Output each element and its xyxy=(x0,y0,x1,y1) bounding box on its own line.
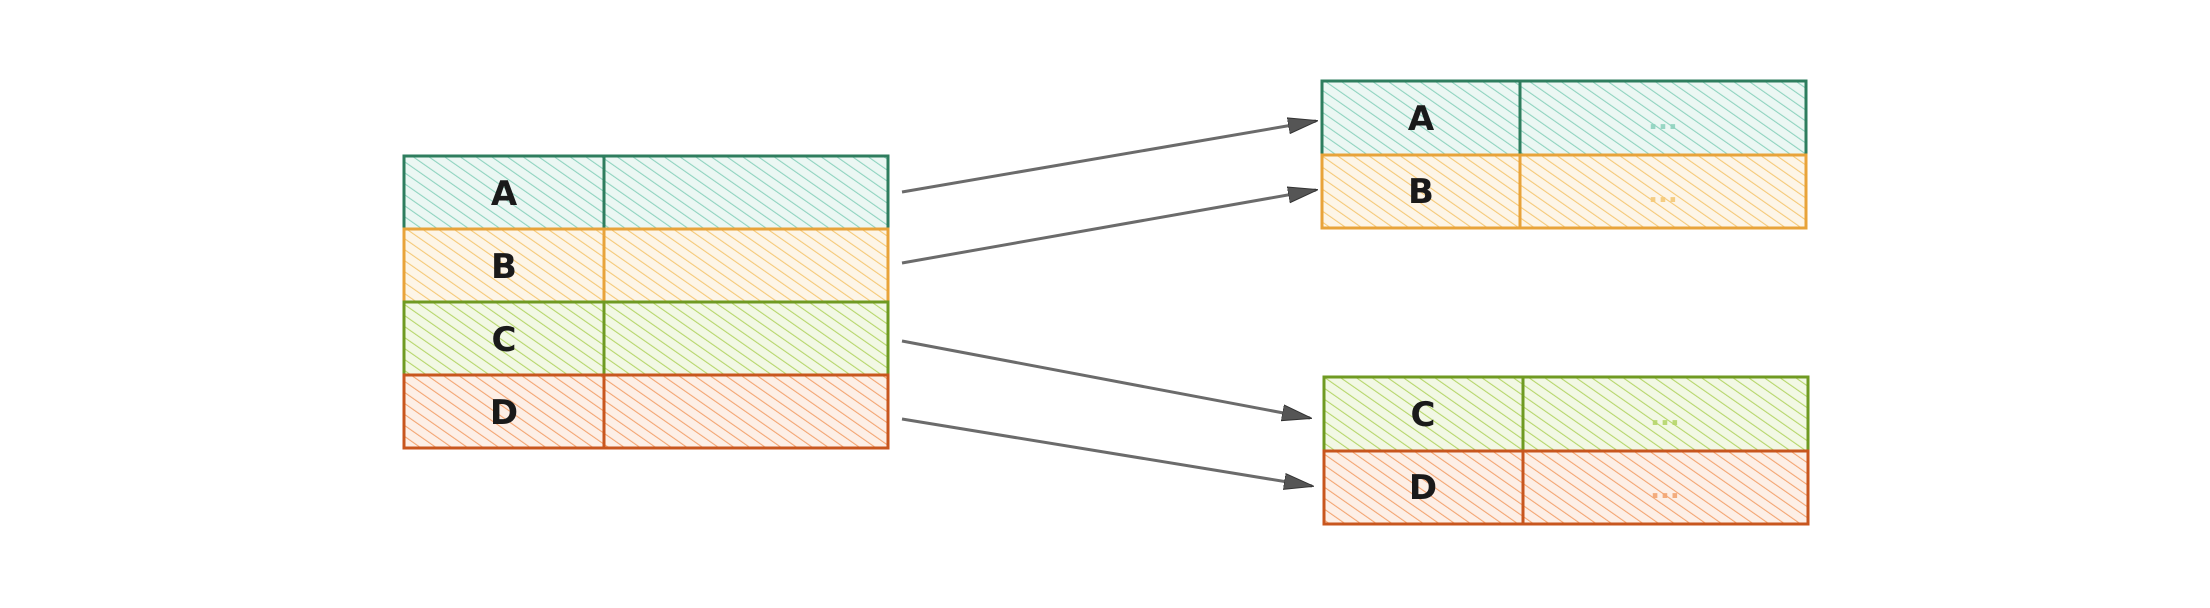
partition-table-1: A ... B ... xyxy=(1320,79,1808,230)
source-row-d: D xyxy=(402,373,890,450)
arrows xyxy=(901,121,1316,486)
source-row-a-label: A xyxy=(491,174,518,214)
source-row-d-value-cell xyxy=(602,373,890,450)
source-row-c-label: C xyxy=(492,320,517,360)
arrow-c xyxy=(901,339,1310,418)
partition-2-row-c-value: ... xyxy=(1650,402,1680,432)
partition-2-row-d-value: ... xyxy=(1650,475,1680,505)
partition-2-row-d-label: D xyxy=(1409,468,1437,508)
partition-2-row-d-value-cell xyxy=(1521,449,1810,526)
source-row-a: A xyxy=(402,154,890,231)
source-row-b: B xyxy=(402,227,890,304)
partition-1-row-b-value: ... xyxy=(1648,179,1678,209)
source-row-b-label: B xyxy=(491,247,517,287)
partition-1-row-a: A ... xyxy=(1320,79,1808,157)
partition-1-row-a-label: A xyxy=(1408,99,1435,139)
arrow-d xyxy=(901,417,1312,486)
source-row-c: C xyxy=(402,300,890,377)
arrow-b xyxy=(901,190,1316,265)
partition-2-row-d: D ... xyxy=(1322,449,1810,526)
partition-1-row-b-label: B xyxy=(1408,172,1434,212)
partition-table-2: C ... D ... xyxy=(1322,375,1810,526)
partition-1-row-b: B ... xyxy=(1320,153,1808,230)
arrow-a xyxy=(901,121,1316,194)
partition-2-row-c: C ... xyxy=(1322,375,1810,453)
partition-2-row-c-label: C xyxy=(1411,395,1436,435)
partition-1-row-b-value-cell xyxy=(1518,153,1808,230)
source-row-d-label: D xyxy=(490,393,518,433)
partition-1-row-a-value: ... xyxy=(1648,106,1678,136)
source-table: A B C D xyxy=(402,154,890,450)
